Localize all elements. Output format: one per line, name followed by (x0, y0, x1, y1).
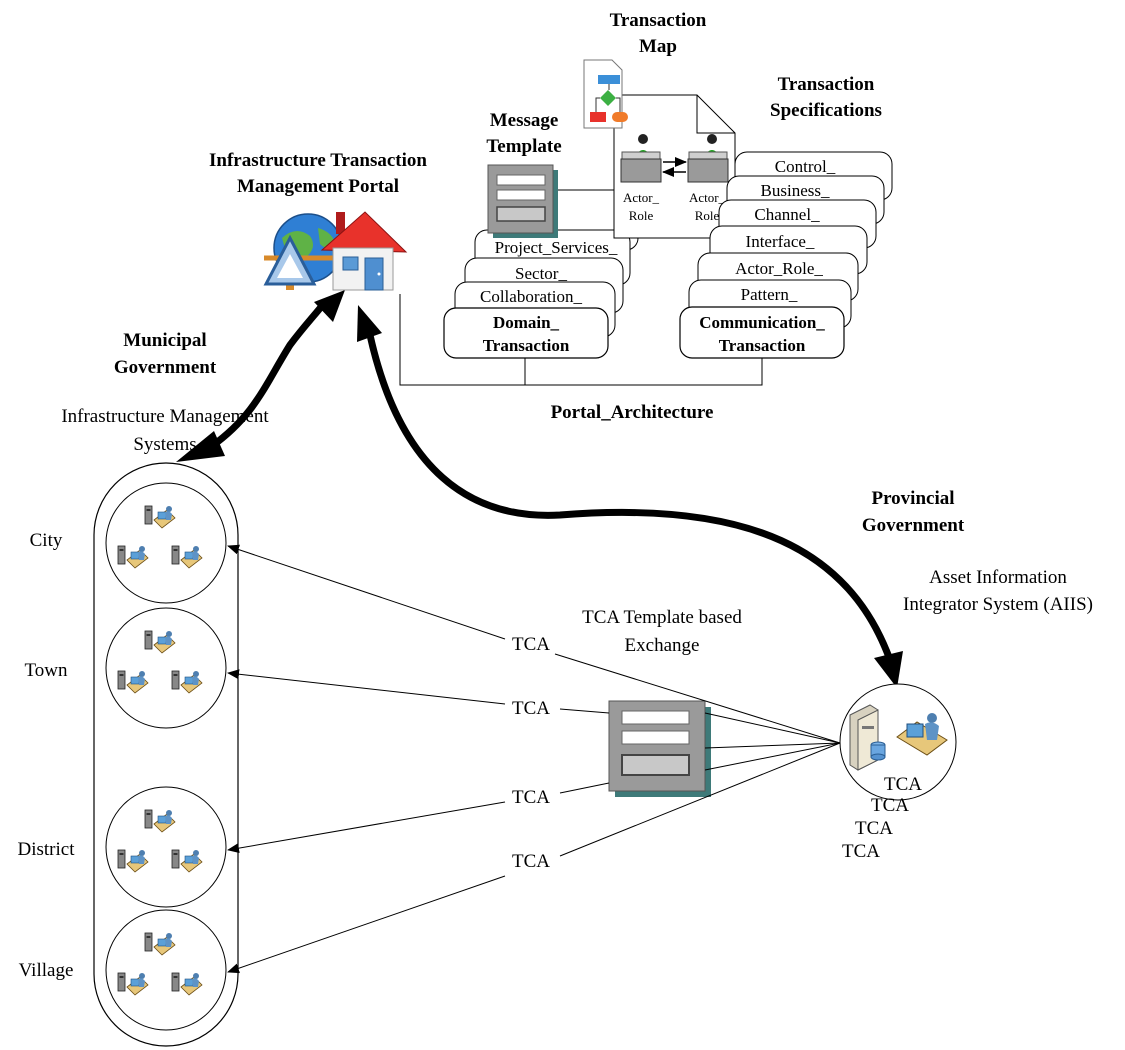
comm-card-business-label: Business_ (761, 181, 830, 200)
actor-left-label-line2: Role (629, 208, 654, 223)
level-town-label: Town (24, 660, 68, 681)
tca-line-city (554, 653, 841, 744)
portal-architecture-frame (399, 294, 763, 386)
municipal-systems-line2: Systems (133, 434, 196, 455)
portal-arrowhead-left (314, 290, 345, 322)
communication-stack: Control_ Business_ Channel_ Interface_ A… (679, 151, 893, 359)
level-district-label: District (18, 839, 76, 860)
domain-transaction-line2: Transaction (483, 336, 570, 355)
domain-card-project-services-label: Project_Services_ (495, 238, 618, 257)
portal-architecture-label: Portal_Architecture (551, 402, 714, 423)
domain-card-collaboration-label: Collaboration_ (480, 287, 582, 306)
portal-arrowhead-right (357, 305, 382, 342)
server-icon (849, 704, 886, 771)
village-node (105, 909, 227, 1031)
domain-transaction-line1: Domain_ (493, 313, 560, 332)
aiis-tca-2: TCA (871, 795, 909, 816)
tca-line-town (704, 712, 841, 744)
aiis-tca-1: TCA (884, 774, 922, 795)
transaction-map-line2: Map (639, 36, 677, 57)
provincial-line2: Government (862, 515, 965, 536)
house-icon (320, 211, 408, 291)
level-city-label: City (30, 530, 63, 551)
town-node (105, 607, 227, 729)
portal-title-line1: Infrastructure Transaction (209, 150, 427, 171)
tca-label-city: TCA (512, 634, 550, 655)
tca-line-city-arrow (227, 544, 506, 640)
comm-card-channel-label: Channel_ (754, 205, 820, 224)
domain-card-sector-label: Sector_ (515, 264, 567, 283)
aiis-line1: Asset Information (929, 567, 1067, 588)
municipal-container (93, 462, 239, 1047)
aiis-tca-4: TCA (842, 841, 880, 862)
tca-line-town-seg (559, 708, 610, 714)
municipal-systems-line1: Infrastructure Management (61, 406, 269, 427)
provincial-line1: Provincial (871, 488, 954, 509)
communication-transaction-line2: Transaction (719, 336, 806, 355)
exchange-title-line1: TCA Template based (582, 607, 742, 628)
tca-line-village (704, 742, 841, 771)
comm-card-actor-role-label: Actor_Role_ (735, 259, 823, 278)
actor-right-label-line2: Role (695, 208, 720, 223)
portal-title-line2: Management Portal (237, 176, 399, 197)
domain-transaction-card (443, 307, 609, 359)
municipal-arrowhead (176, 431, 225, 462)
provincial-arrowhead (874, 651, 903, 688)
transaction-specifications-line2: Specifications (770, 100, 882, 121)
communication-transaction-card (679, 306, 845, 359)
exchange-template-icon (608, 700, 711, 797)
aiis-line2: Integrator System (AIIS) (903, 594, 1093, 615)
operator-icon (896, 713, 948, 756)
city-node (105, 482, 227, 604)
exchange-title-line2: Exchange (625, 635, 700, 656)
transaction-specifications-line1: Transaction (778, 74, 875, 95)
communication-transaction-line1: Communication_ (699, 313, 825, 332)
level-village-label: Village (19, 960, 74, 981)
message-template-line2: Template (486, 136, 561, 157)
municipal-line2: Government (114, 357, 217, 378)
message-template-icon (487, 164, 558, 238)
municipal-line1: Municipal (123, 330, 206, 351)
actor-right-icon (687, 134, 729, 183)
actor-left-label-line1: Actor_ (623, 190, 660, 205)
tca-line-town-arrow (227, 669, 506, 705)
portal-icon (263, 211, 408, 291)
tca-line-district (704, 742, 841, 749)
tca-line-district-seg (559, 782, 610, 794)
provincial-portal-arrow (366, 334, 894, 662)
district-node (105, 786, 227, 908)
transaction-map-line1: Transaction (610, 10, 707, 31)
aiis-node (839, 683, 957, 801)
tca-line-village-main (559, 742, 841, 857)
tca-line-district-arrow (227, 801, 506, 854)
tca-label-village: TCA (512, 851, 550, 872)
tca-label-town: TCA (512, 698, 550, 719)
comm-card-control-label: Control_ (775, 157, 836, 176)
actor-right-label-line1: Actor_ (689, 190, 726, 205)
message-template-line1: Message (490, 110, 559, 131)
tca-label-district: TCA (512, 787, 550, 808)
municipal-portal-arrow (209, 299, 328, 449)
flowchart-icon (583, 59, 628, 129)
aiis-tca-3: TCA (855, 818, 893, 839)
comm-card-pattern-label: Pattern_ (741, 285, 798, 304)
tca-line-village-arrow (227, 875, 506, 974)
actor-left-icon (620, 134, 662, 183)
comm-card-interface-label: Interface_ (746, 232, 815, 251)
